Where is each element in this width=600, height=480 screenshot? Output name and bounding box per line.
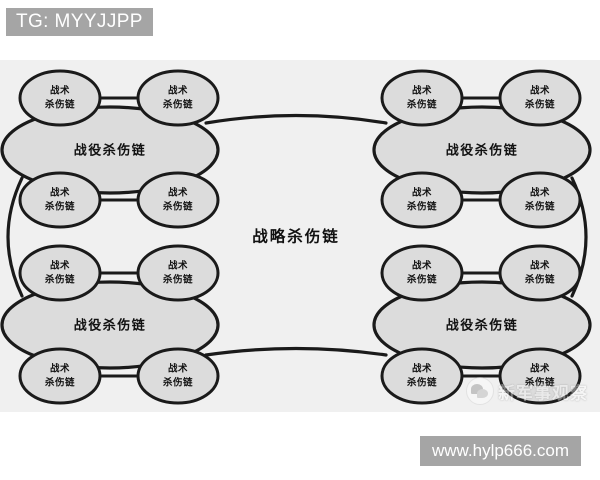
- tactical-label-tl-3-line2: 杀伤链: [45, 201, 75, 213]
- tg-badge: TG: MYYJJPP: [6, 8, 153, 36]
- tactical-label-br-2-line2: 杀伤链: [525, 274, 555, 286]
- tactical-node-group: 战术 杀伤链 战术 杀伤链 战术 杀伤链 战术 杀伤链: [18, 69, 582, 405]
- tactical-ellipse-tl-3[interactable]: [18, 171, 102, 229]
- tactical-label-tl-2-line2: 杀伤链: [163, 99, 193, 111]
- tactical-label-bl-2-line1: 战术: [168, 260, 188, 272]
- kill-chain-diagram: 战役杀伤链 战役杀伤链 战役杀伤链 战役杀伤链: [0, 69, 592, 405]
- tactical-ellipse-bl-1[interactable]: [18, 244, 102, 302]
- tactical-label-br-1-line2: 杀伤链: [407, 274, 437, 286]
- tactical-label-bl-4-line2: 杀伤链: [163, 377, 193, 389]
- url-badge: www.hylp666.com: [420, 436, 582, 466]
- tactical-node-tl-2[interactable]: 战术 杀伤链: [136, 69, 220, 127]
- tactical-label-bl-3-line2: 杀伤链: [45, 377, 75, 389]
- campaign-ellipse-bottom-left[interactable]: [0, 280, 220, 370]
- tactical-label-bl-3-line1: 战术: [50, 363, 70, 375]
- tactical-label-tl-1-line1: 战术: [50, 85, 70, 97]
- tactical-node-tr-1[interactable]: 战术 杀伤链: [380, 69, 464, 127]
- tactical-label-tl-2-line1: 战术: [168, 85, 188, 97]
- diagram-canvas: 战役杀伤链 战役杀伤链 战役杀伤链 战役杀伤链: [0, 60, 600, 412]
- connector-strategic-left: [6, 176, 24, 298]
- tactical-label-bl-4-line1: 战术: [168, 363, 188, 375]
- tactical-ellipse-bl-2[interactable]: [136, 244, 220, 302]
- tactical-label-tr-4-line2: 杀伤链: [525, 201, 555, 213]
- tactical-ellipse-bl-3[interactable]: [18, 347, 102, 405]
- tactical-node-tr-3[interactable]: 战术 杀伤链: [380, 171, 464, 229]
- tactical-ellipse-tl-1[interactable]: [18, 69, 102, 127]
- tactical-label-tr-1-line1: 战术: [412, 85, 432, 97]
- tactical-node-br-3[interactable]: 战术 杀伤链: [380, 347, 464, 405]
- tactical-node-br-2[interactable]: 战术 杀伤链: [498, 244, 582, 302]
- tactical-label-br-1-line1: 战术: [412, 260, 432, 272]
- campaign-node-top-left[interactable]: 战役杀伤链: [0, 105, 220, 195]
- campaign-node-group: 战役杀伤链 战役杀伤链 战役杀伤链 战役杀伤链: [0, 105, 592, 370]
- campaign-node-top-right[interactable]: 战役杀伤链: [372, 105, 592, 195]
- tactical-node-tr-2[interactable]: 战术 杀伤链: [498, 69, 582, 127]
- tactical-node-tl-1[interactable]: 战术 杀伤链: [18, 69, 102, 127]
- campaign-node-bottom-right[interactable]: 战役杀伤链: [372, 280, 592, 370]
- tactical-label-tr-2-line1: 战术: [530, 85, 550, 97]
- campaign-ellipse-top-right[interactable]: [372, 105, 592, 195]
- tactical-node-br-1[interactable]: 战术 杀伤链: [380, 244, 464, 302]
- strategic-kill-chain-label: 战略杀伤链: [252, 227, 340, 246]
- tactical-node-tl-3[interactable]: 战术 杀伤链: [18, 171, 102, 229]
- tactical-ellipse-tl-4[interactable]: [136, 171, 220, 229]
- tactical-ellipse-bl-4[interactable]: [136, 347, 220, 405]
- tactical-node-bl-1[interactable]: 战术 杀伤链: [18, 244, 102, 302]
- tactical-ellipse-br-3[interactable]: [380, 347, 464, 405]
- connector-strategic-bottom: [204, 346, 388, 357]
- tactical-label-tr-4-line1: 战术: [530, 187, 550, 199]
- tactical-ellipse-br-1[interactable]: [380, 244, 464, 302]
- tactical-ellipse-tr-4[interactable]: [498, 171, 582, 229]
- connector-strategic-top: [204, 113, 388, 125]
- tactical-label-bl-1-line2: 杀伤链: [45, 274, 75, 286]
- tactical-label-tr-1-line2: 杀伤链: [407, 99, 437, 111]
- tactical-label-br-4-line2: 杀伤链: [525, 377, 555, 389]
- tactical-label-tr-3-line1: 战术: [412, 187, 432, 199]
- campaign-label-bottom-left: 战役杀伤链: [74, 318, 147, 334]
- tactical-label-bl-2-line2: 杀伤链: [163, 274, 193, 286]
- campaign-ellipse-bottom-right[interactable]: [372, 280, 592, 370]
- tactical-label-tl-1-line2: 杀伤链: [45, 99, 75, 111]
- tactical-node-tl-4[interactable]: 战术 杀伤链: [136, 171, 220, 229]
- tactical-label-br-3-line2: 杀伤链: [407, 377, 437, 389]
- tactical-node-bl-4[interactable]: 战术 杀伤链: [136, 347, 220, 405]
- tactical-node-br-4[interactable]: 战术 杀伤链: [498, 347, 582, 405]
- tactical-label-br-3-line1: 战术: [412, 363, 432, 375]
- tactical-label-tl-4-line1: 战术: [168, 187, 188, 199]
- tactical-label-br-4-line1: 战术: [530, 363, 550, 375]
- campaign-label-top-left: 战役杀伤链: [74, 143, 147, 159]
- tactical-ellipse-tr-3[interactable]: [380, 171, 464, 229]
- tactical-label-tr-2-line2: 杀伤链: [525, 99, 555, 111]
- campaign-ellipse-top-left[interactable]: [0, 105, 220, 195]
- tactical-ellipse-br-4[interactable]: [498, 347, 582, 405]
- tactical-node-bl-3[interactable]: 战术 杀伤链: [18, 347, 102, 405]
- tactical-ellipse-br-2[interactable]: [498, 244, 582, 302]
- campaign-node-bottom-left[interactable]: 战役杀伤链: [0, 280, 220, 370]
- campaign-label-bottom-right: 战役杀伤链: [446, 318, 519, 334]
- tactical-label-br-2-line1: 战术: [530, 260, 550, 272]
- tactical-node-bl-2[interactable]: 战术 杀伤链: [136, 244, 220, 302]
- tactical-ellipse-tl-2[interactable]: [136, 69, 220, 127]
- tactical-ellipse-tr-2[interactable]: [498, 69, 582, 127]
- tactical-ellipse-tr-1[interactable]: [380, 69, 464, 127]
- tactical-label-tl-3-line1: 战术: [50, 187, 70, 199]
- tactical-node-tr-4[interactable]: 战术 杀伤链: [498, 171, 582, 229]
- tactical-label-bl-1-line1: 战术: [50, 260, 70, 272]
- tactical-label-tl-4-line2: 杀伤链: [163, 201, 193, 213]
- tactical-label-tr-3-line2: 杀伤链: [407, 201, 437, 213]
- campaign-label-top-right: 战役杀伤链: [446, 143, 519, 159]
